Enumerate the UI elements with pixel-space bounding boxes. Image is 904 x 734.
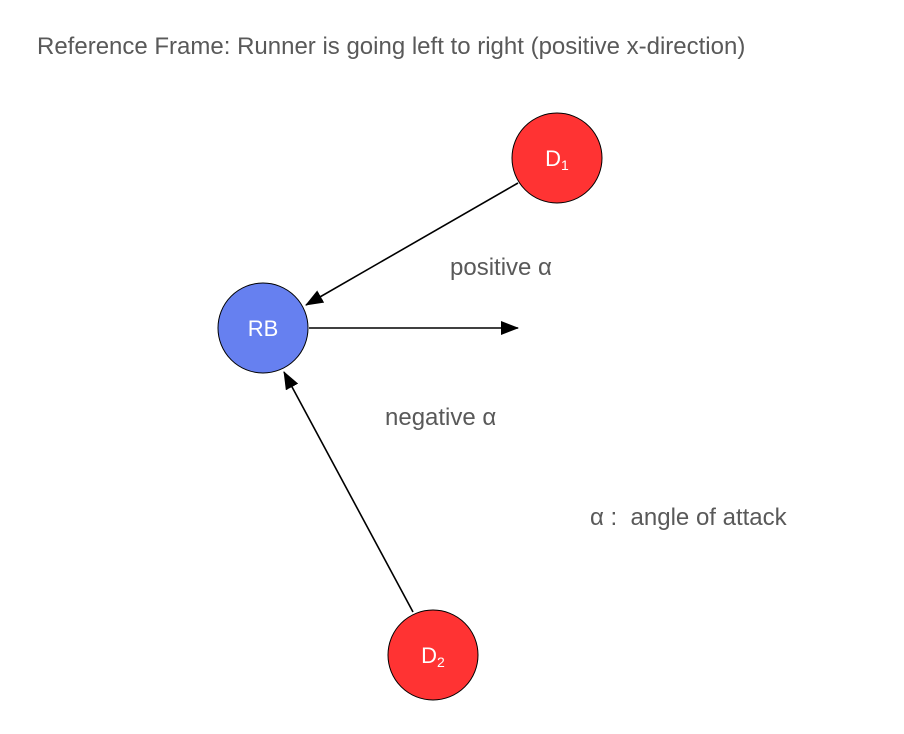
negative-alpha-label: negative α	[385, 404, 497, 431]
defender2-letter: D	[421, 643, 437, 668]
page-title: Reference Frame: Runner is going left to…	[37, 33, 746, 60]
defender2-circle	[387, 609, 479, 701]
runner-node: RB	[217, 282, 309, 374]
runner-label: RB	[248, 316, 279, 341]
positive-alpha-label: positive α	[450, 254, 552, 281]
legend-description: angle of attack	[630, 504, 787, 531]
defender1-attack-arrow	[305, 182, 519, 306]
defender1-subscript: 1	[561, 157, 569, 173]
defender1-node: D1	[511, 112, 603, 204]
defender2-node: D2	[387, 609, 479, 701]
alpha-legend: α : angle of attack	[590, 506, 787, 530]
defender1-letter: D	[545, 146, 561, 171]
defender1-circle	[511, 112, 603, 204]
defender2-attack-arrow	[283, 371, 414, 613]
runner-circle	[217, 282, 309, 374]
defender1-label: D1	[545, 146, 569, 173]
defender2-subscript: 2	[437, 654, 445, 670]
defender2-label: D2	[421, 643, 445, 670]
legend-separator: :	[603, 504, 631, 531]
legend-symbol: α	[590, 504, 604, 531]
